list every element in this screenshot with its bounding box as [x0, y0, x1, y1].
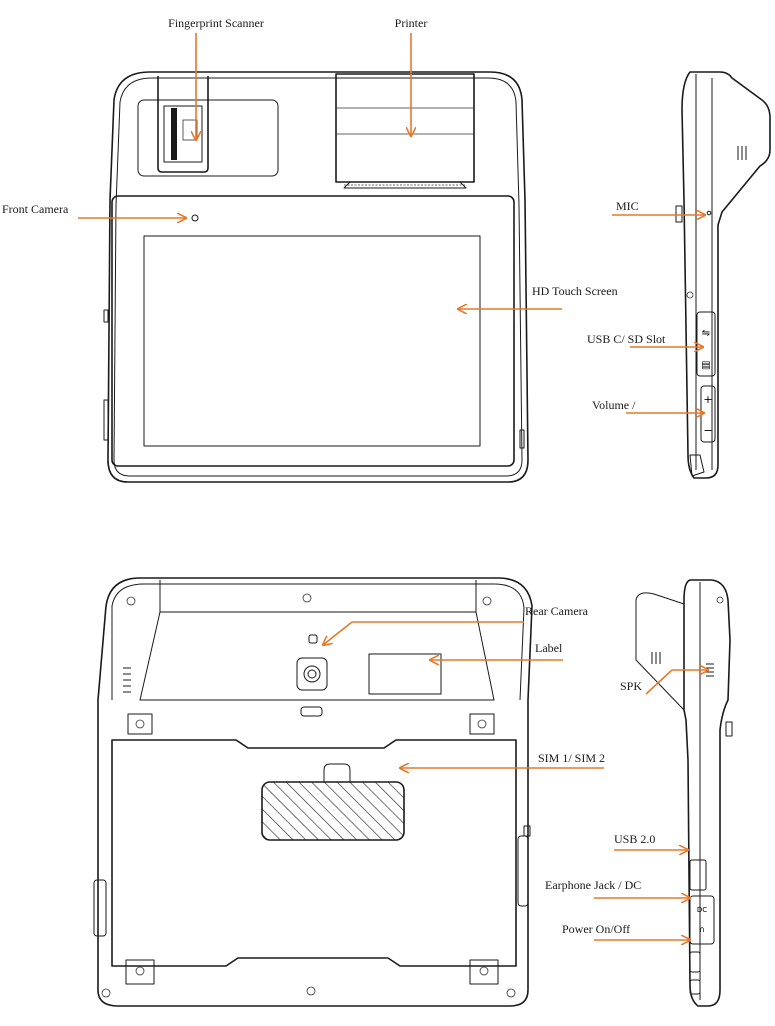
back-lug-screw-bl: [135, 966, 145, 976]
back-lug-br: [469, 959, 499, 985]
spk-label: SPK: [620, 679, 642, 693]
usb-c-sd-slot-label: USB C/ SD Slot: [587, 332, 666, 346]
back-view: [93, 577, 533, 1007]
earphone-jack-icon: ∩: [699, 925, 705, 934]
side-top-clip: [675, 205, 683, 223]
side-bottom-handle: [635, 592, 685, 711]
printer-paper-slot: [343, 181, 467, 189]
back-screw-br: [506, 988, 516, 998]
side-bottom-clip: [725, 721, 733, 737]
printer-label: Printer: [395, 16, 428, 30]
fingerprint-scanner-label: Fingerprint Scanner: [168, 16, 264, 30]
back-screw-tc: [302, 593, 312, 603]
volume-minus-icon: −: [703, 424, 712, 437]
back-callouts: Rear Camera Label SIM 1/ SIM 2: [323, 604, 605, 768]
power-label: Power On/Off: [562, 922, 630, 936]
back-body-outline: [97, 577, 533, 1007]
front-left-port: [103, 399, 109, 441]
battery-cover: [111, 739, 517, 967]
side-bottom-port: [689, 979, 701, 995]
back-upper-panel: [139, 611, 495, 701]
front-camera-label: Front Camera: [2, 202, 69, 216]
usb-c-icon: ⇋: [702, 328, 710, 339]
side-view-top: ⇋ ▤ + −: [675, 71, 771, 479]
battery-latch: [323, 763, 351, 782]
usb-2-port: [689, 859, 707, 891]
screen-display: [143, 235, 481, 447]
back-lug-tl: [127, 713, 153, 735]
rear-camera-lens: [303, 665, 321, 683]
power-button: [689, 951, 701, 973]
earphone-dc-label: Earphone Jack / DC: [545, 878, 641, 892]
volume-plus-icon: +: [703, 393, 712, 406]
rear-camera-label: Rear Camera: [525, 604, 589, 618]
fingerprint-sensor: [163, 105, 203, 163]
fingerprint-frame: [157, 76, 209, 173]
back-right-button: [523, 825, 531, 837]
back-screw-bl: [101, 988, 111, 998]
side-view-bottom: DC ∩: [635, 579, 733, 1007]
back-right-port: [517, 835, 529, 907]
front-view: [103, 71, 529, 483]
back-lug-bl: [125, 959, 155, 985]
back-body-inner-left: [111, 583, 145, 700]
earphone-dc-cover: [689, 895, 715, 945]
back-screw-tr: [482, 596, 492, 606]
back-screw-bc: [306, 986, 316, 996]
sim-label: SIM 1/ SIM 2: [538, 751, 605, 765]
side-bottom-outline: [683, 579, 731, 1007]
hd-touch-screen-label: HD Touch Screen: [532, 284, 618, 298]
printer-housing: [335, 73, 475, 183]
screen-bezel: [111, 195, 515, 467]
side-top-outline: [681, 71, 771, 479]
volume-label: Volume /: [592, 398, 636, 412]
spk-leader: [645, 669, 673, 695]
front-callouts: Fingerprint Scanner Printer Front Camera…: [2, 16, 618, 309]
side-top-callouts: MIC USB C/ SD Slot Volume /: [587, 199, 705, 413]
back-left-port: [93, 879, 107, 937]
rear-camera-arrow: [323, 621, 353, 645]
front-body-inner-outline: [113, 77, 523, 477]
mic-hole: [706, 210, 712, 216]
back-label-area: [368, 653, 442, 695]
rear-sensor-slot: [300, 706, 323, 717]
mic-label: MIC: [616, 199, 639, 213]
front-left-button: [103, 309, 109, 323]
back-lug-screw-tr: [477, 719, 487, 729]
fingerprint-sensor-strip: [171, 108, 177, 160]
front-body-outline: [107, 71, 529, 483]
side-bottom-screw: [716, 596, 724, 604]
rear-camera-housing: [296, 657, 328, 691]
side-bottom-callouts: SPK USB 2.0 Earphone Jack / DC Power On/…: [545, 670, 708, 940]
front-camera-lens: [191, 214, 199, 222]
side-top-screw: [686, 291, 694, 299]
front-right-button: [519, 429, 525, 449]
usb-2-label: USB 2.0: [614, 832, 655, 846]
back-lug-screw-tl: [135, 719, 145, 729]
back-lug-tr: [469, 713, 495, 735]
dc-port-text: DC: [697, 906, 707, 914]
battery-grip: [261, 781, 405, 841]
fingerprint-sensor-window: [182, 119, 198, 141]
label-label: Label: [535, 641, 563, 655]
rear-camera-lens-inner: [307, 669, 317, 679]
back-lug-screw-br: [479, 966, 489, 976]
sd-card-icon: ▤: [701, 360, 710, 371]
side-top-foot: [689, 454, 705, 477]
rear-camera-flash: [308, 634, 318, 644]
back-body-inner-top: [144, 583, 525, 701]
back-screw-tl: [126, 596, 136, 606]
